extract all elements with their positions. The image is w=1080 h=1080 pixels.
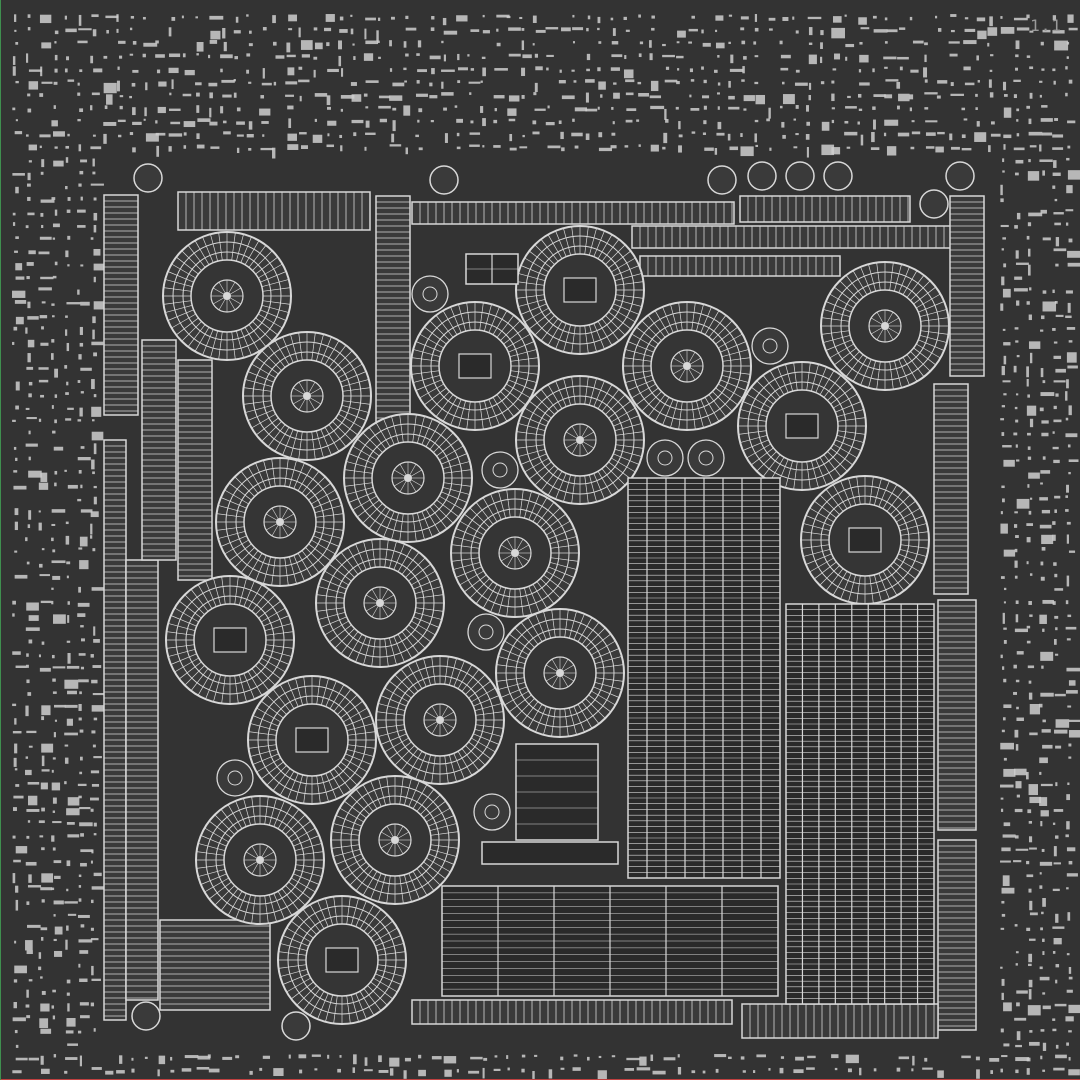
- wheel-island: [515, 225, 645, 355]
- wheel-island: [277, 895, 407, 1025]
- gear-island: [481, 451, 519, 489]
- scatter-uv-islands: [12, 14, 1080, 1080]
- wheel-island: [242, 331, 372, 461]
- wheel-island: [495, 608, 625, 738]
- wheel-uv-islands: [131, 161, 975, 1041]
- wheel-island: [622, 301, 752, 431]
- gear-island: [687, 439, 725, 477]
- wheel-island: [375, 655, 505, 785]
- cap-island: [919, 189, 949, 219]
- wheel-island: [820, 261, 950, 391]
- wheel-island: [330, 775, 460, 905]
- wheel-island: [410, 301, 540, 431]
- gear-island: [751, 327, 789, 365]
- cap-island: [747, 161, 777, 191]
- uv-tile-label: 1.1: [1030, 16, 1062, 35]
- track-uv-blocks: [441, 253, 935, 1005]
- wheel-island: [165, 575, 295, 705]
- cap-island: [133, 163, 163, 193]
- gear-island: [473, 793, 511, 831]
- v-axis-line: [0, 0, 1, 1080]
- gear-island: [646, 439, 684, 477]
- cap-island: [131, 1001, 161, 1031]
- wheel-island: [247, 675, 377, 805]
- cap-island: [707, 165, 737, 195]
- cap-island: [429, 165, 459, 195]
- gear-island: [411, 275, 449, 313]
- wheel-island: [737, 361, 867, 491]
- gear-island: [467, 613, 505, 651]
- cap-island: [945, 161, 975, 191]
- uv-frame-strips: [103, 191, 985, 1039]
- wheel-island: [343, 413, 473, 543]
- wheel-island: [800, 475, 930, 605]
- cap-island: [281, 1011, 311, 1041]
- gear-island: [216, 759, 254, 797]
- wheel-island: [515, 375, 645, 505]
- wheel-island: [162, 231, 292, 361]
- wheel-island: [195, 795, 325, 925]
- cap-island: [785, 161, 815, 191]
- wheel-island: [315, 538, 445, 668]
- wheel-island: [215, 457, 345, 587]
- cap-island: [823, 161, 853, 191]
- wheel-island: [450, 488, 580, 618]
